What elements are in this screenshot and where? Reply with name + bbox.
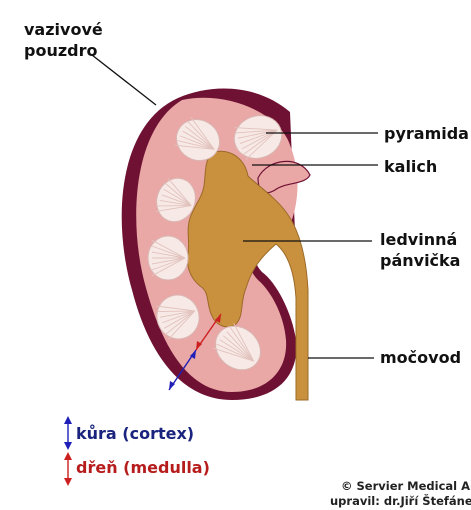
cortex-arrowhead-1	[169, 381, 175, 390]
label-calyx: kalich	[384, 157, 438, 176]
label-pyramid: pyramida	[384, 124, 469, 143]
medulla-arrowhead-2	[196, 341, 202, 350]
legend-medulla: dřeň (medulla)	[76, 458, 210, 477]
legend-cortex-head-bottom	[64, 442, 72, 450]
renal-pelvis	[187, 150, 309, 401]
measure-arrows	[168, 313, 222, 391]
label-pelvis-line2: pánvička	[380, 251, 461, 270]
legend-cortex-head-top	[64, 416, 72, 424]
label-pelvis-line1: ledvinná	[380, 230, 458, 249]
label-capsule-line1: vazivové	[24, 20, 103, 39]
legend-medulla-head-bottom	[64, 478, 72, 486]
pyramid	[233, 115, 283, 160]
medulla-arrowhead-1	[215, 314, 221, 323]
cortex-arrowhead-2	[190, 350, 196, 359]
pyramid	[156, 294, 200, 340]
label-capsule-line2: pouzdro	[24, 41, 98, 60]
label-ureter: močovod	[380, 348, 462, 367]
pyramids-group	[147, 115, 283, 371]
credit-line2: upravil: dr.Jiří Štefánek	[330, 494, 471, 508]
pyramid	[147, 235, 189, 281]
legend-cortex: kůra (cortex)	[76, 424, 195, 443]
legend-medulla-head-top	[64, 452, 72, 460]
pyramid	[174, 116, 221, 162]
pyramid	[212, 323, 261, 371]
leader-lines	[91, 54, 378, 359]
legend-arrows	[64, 416, 72, 486]
credit-line1: © Servier Medical Art	[341, 479, 471, 493]
leader-capsule	[91, 54, 157, 106]
pyramid	[155, 177, 196, 223]
